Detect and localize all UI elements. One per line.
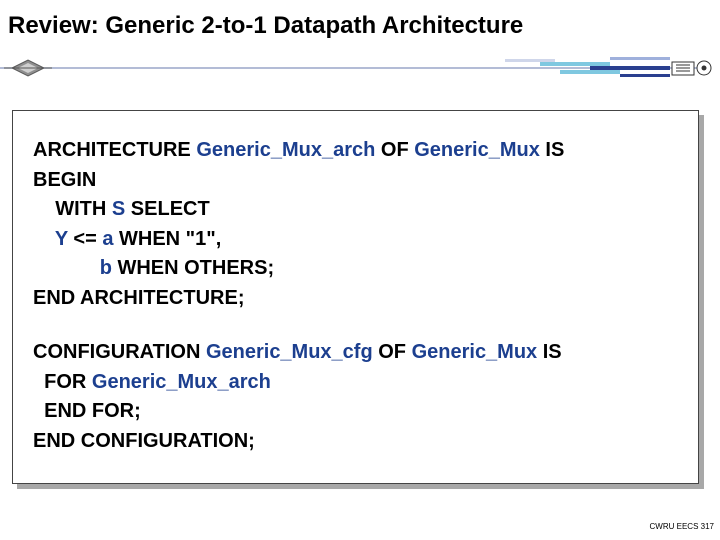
cfg-line-1: CONFIGURATION Generic_Mux_cfg OF Generic… xyxy=(33,341,562,363)
shuttle-icon xyxy=(4,59,52,77)
arch-line-3: WITH S SELECT xyxy=(55,198,210,220)
slide-title: Review: Generic 2-to-1 Datapath Architec… xyxy=(8,12,524,39)
arch-line-2: BEGIN xyxy=(33,168,97,191)
architecture-block: ARCHITECTURE Generic_Mux_arch OF Generic… xyxy=(33,136,564,313)
arch-line-6: END ARCHITECTURE; xyxy=(33,286,245,309)
title-color-bars xyxy=(505,57,670,77)
code-box: ARCHITECTURE Generic_Mux_arch OF Generic… xyxy=(12,110,699,484)
tool-icon xyxy=(671,60,712,76)
footer-course-label: CWRU EECS 317 xyxy=(649,522,714,531)
arch-line-4: Y <= a WHEN "1", xyxy=(54,227,222,250)
title-decoration xyxy=(0,57,712,77)
arch-line-1: ARCHITECTURE Generic_Mux_arch OF Generic… xyxy=(33,139,565,161)
cfg-line-3: END FOR; xyxy=(33,400,141,422)
cfg-line-4: END CONFIGURATION; xyxy=(33,429,255,452)
arch-line-5: b WHEN OTHERS; xyxy=(99,257,275,279)
cfg-line-2: FOR Generic_Mux_arch xyxy=(44,370,271,393)
configuration-block: CONFIGURATION Generic_Mux_cfg OF Generic… xyxy=(33,338,562,456)
